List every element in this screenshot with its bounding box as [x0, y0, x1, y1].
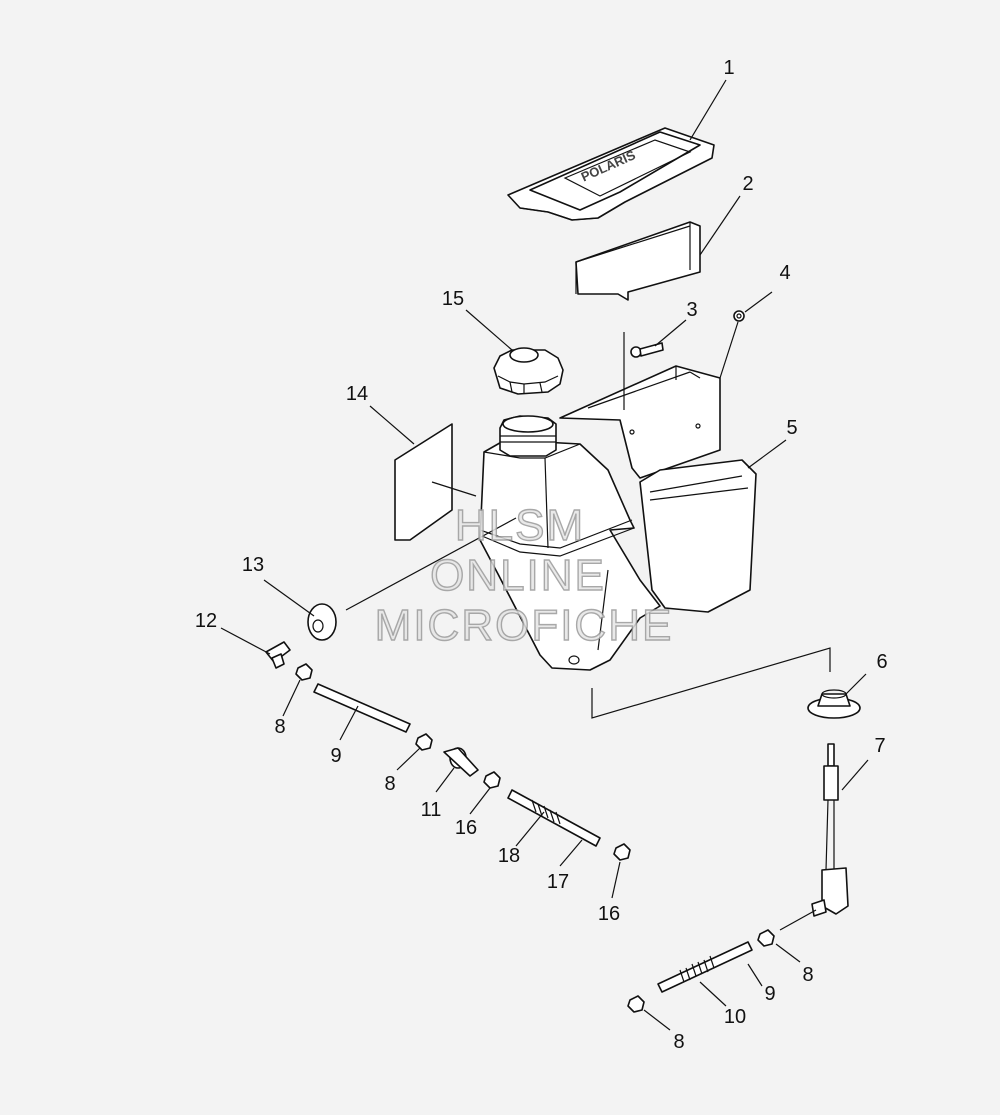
part-hose-upper: [313, 683, 411, 733]
callout-8-a: 8: [274, 716, 285, 738]
part-clamp-5: [757, 929, 775, 947]
watermark-line-3: MICROFICHE: [375, 601, 674, 650]
part-inline-filter: [443, 747, 479, 777]
callout-15: 15: [442, 288, 464, 310]
callout-1: 1: [723, 57, 734, 79]
part-label: [394, 423, 453, 541]
callout-12: 12: [195, 610, 217, 632]
callout-9-b: 9: [764, 983, 775, 1005]
callout-10: 10: [724, 1006, 746, 1028]
callout-6: 6: [876, 651, 887, 673]
part-clamp-1: [295, 663, 313, 681]
part-level-sensor: [811, 743, 849, 917]
watermark-line-2: ONLINE: [430, 551, 606, 600]
callout-14: 14: [346, 383, 368, 405]
callout-9-a: 9: [330, 745, 341, 767]
callout-7: 7: [874, 735, 885, 757]
callout-8-d: 8: [673, 1031, 684, 1053]
part-fill-cap: [493, 347, 564, 395]
part-clamp-3: [483, 771, 501, 789]
callout-8-b: 8: [384, 773, 395, 795]
watermark: HLSM ONLINE MICROFICHE: [374, 500, 674, 650]
part-cup-grommet: [807, 689, 861, 719]
callout-8-c: 8: [802, 964, 813, 986]
callout-3: 3: [686, 299, 697, 321]
part-small-nut: [733, 310, 745, 322]
callout-16-a: 16: [455, 817, 477, 839]
callout-17: 17: [547, 871, 569, 893]
part-foam-block: [575, 221, 701, 301]
part-hose-lower: [657, 941, 753, 993]
part-grommet: [307, 603, 337, 641]
watermark-line-1: HLSM: [455, 501, 585, 550]
callout-18: 18: [498, 845, 520, 867]
part-clamp-2: [415, 733, 433, 751]
callout-16-b: 16: [598, 903, 620, 925]
part-cover: POLARIS: [507, 127, 715, 221]
callout-13: 13: [242, 554, 264, 576]
part-hose-mid: [507, 789, 601, 847]
part-clamp-6: [627, 995, 645, 1013]
callout-labels: 1 2 3 4 5 6 7 8 9 8 11 16 18 17 16 12 13…: [195, 57, 888, 1053]
callout-11: 11: [421, 799, 442, 821]
leader-lines: [220, 79, 869, 1031]
part-clamp-4: [613, 843, 631, 861]
part-elbow-fitting: [265, 641, 291, 669]
callout-2: 2: [742, 173, 753, 195]
callout-4: 4: [779, 262, 790, 284]
callout-5: 5: [786, 417, 797, 439]
part-oil-tank: [479, 365, 757, 671]
part-screw: [630, 342, 664, 358]
